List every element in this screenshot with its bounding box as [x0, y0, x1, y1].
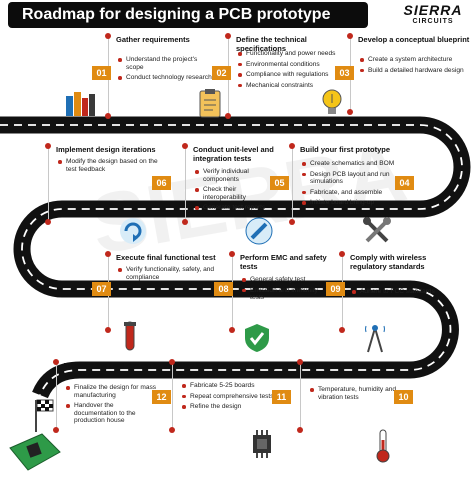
page-title: Roadmap for designing a PCB prototype — [22, 6, 331, 23]
logo-subtitle: CIRCUITS — [412, 18, 454, 25]
idea-bulb-icon — [318, 88, 346, 123]
books-icon — [64, 90, 98, 123]
syringe-icon — [244, 216, 274, 251]
step-2-item: Functionality and power needs — [238, 50, 338, 58]
step-4-card: Build your first prototype Create schema… — [289, 143, 398, 225]
road-dash — [0, 124, 463, 396]
step-7-card: Execute final functional test Verify fun… — [105, 251, 218, 333]
step-9-badge: 09 — [326, 282, 345, 296]
logo: SIERRA CIRCUITS — [398, 2, 468, 25]
step-2-item: Environmental conditions — [238, 61, 338, 69]
step-12-item: Finalize the design for mass manufacturi… — [66, 384, 158, 399]
step-5-title: Conduct unit-level and integration tests — [193, 145, 274, 163]
step-6-item: Modify the design based on the test feed… — [58, 158, 158, 173]
step-5-badge: 05 — [270, 176, 289, 190]
antenna-icon — [360, 322, 390, 359]
step-9-item: Adhere to FCC standards — [352, 288, 448, 296]
test-tube-icon — [118, 320, 142, 359]
tools-icon — [362, 216, 392, 251]
step-12-title: Transfer the final design to production — [64, 361, 160, 379]
step-5-item: Generate test reports — [195, 204, 281, 212]
step-3-badge: 03 — [335, 66, 354, 80]
thermometer-icon — [372, 428, 394, 469]
step-1-title: Gather requirements — [116, 35, 190, 44]
pcb-flag-icon — [6, 398, 62, 483]
step-12-badge: 12 — [152, 390, 171, 404]
logo-wordmark: SIERRA — [403, 2, 463, 18]
step-8-item: Emission and immunity tests — [242, 287, 330, 302]
step-5-item: Check their interoperability — [195, 186, 281, 201]
title-banner: Roadmap for designing a PCB prototype — [8, 2, 368, 28]
step-4-item: Initiate board bring-up — [302, 199, 398, 207]
step-9-title: Comply with wireless regulatory standard… — [350, 253, 427, 271]
step-1-item: Understand the project's scope — [118, 56, 214, 71]
step-10-badge: 10 — [394, 390, 413, 404]
step-11-item: Repeat comprehensive tests — [182, 393, 282, 401]
step-11-title: Use EVT samples for design validation — [180, 361, 281, 379]
refresh-icon — [118, 216, 148, 251]
step-8-card: Perform EMC and safety tests General saf… — [229, 251, 330, 333]
step-11-item: Refine the design — [182, 403, 282, 411]
step-7-badge: 07 — [92, 282, 111, 296]
step-11-badge: 11 — [272, 390, 291, 404]
step-2-badge: 02 — [212, 66, 231, 80]
step-7-item: Verify functionality, safety, and compli… — [118, 266, 218, 281]
step-10-item: Temperature, humidity and vibration test… — [310, 386, 400, 401]
step-8-badge: 08 — [214, 282, 233, 296]
step-11-item: Fabricate 5-25 boards — [182, 382, 282, 390]
step-6-title: Implement design iterations — [56, 145, 156, 154]
step-12-item: Handover the documentation to the produc… — [66, 402, 158, 425]
step-1-badge: 01 — [92, 66, 111, 80]
step-4-title: Build your first prototype — [300, 145, 390, 154]
step-12-card: Transfer the final design to production … — [53, 359, 160, 433]
step-3-title: Develop a conceptual blueprint — [358, 35, 470, 44]
clipboard-icon — [196, 88, 224, 123]
step-9-card: Comply with wireless regulatory standard… — [339, 251, 448, 333]
step-8-title: Perform EMC and safety tests — [240, 253, 327, 271]
step-5-item: Verify individual components — [195, 168, 281, 183]
step-2-item: Compliance with regulations — [238, 71, 338, 79]
step-3-item: Build a detailed hardware design — [360, 67, 470, 75]
step-10-title: Carry out environmental tests — [308, 361, 395, 379]
step-11-card: Use EVT samples for design validation Fa… — [169, 359, 282, 433]
step-3-card: Develop a conceptual blueprint Create a … — [347, 33, 470, 115]
step-5-card: Conduct unit-level and integration tests… — [182, 143, 281, 225]
step-6-badge: 06 — [152, 176, 171, 190]
step-6-card: Implement design iterations Modify the d… — [45, 143, 158, 225]
step-3-item: Create a system architecture — [360, 56, 470, 64]
step-1-item: Conduct technology research — [118, 74, 214, 82]
step-4-item: Create schematics and BOM — [302, 160, 398, 168]
step-4-item: Design PCB layout and run simulations — [302, 171, 398, 186]
step-2-title: Define the technical specifications — [236, 35, 307, 53]
step-8-item: General safety test — [242, 276, 330, 284]
step-4-badge: 04 — [395, 176, 414, 190]
chip-icon — [246, 428, 278, 465]
step-10-card: Carry out environmental tests Temperatur… — [297, 359, 400, 433]
shield-check-icon — [242, 322, 272, 359]
step-7-title: Execute final functional test — [116, 253, 216, 262]
step-4-item: Fabricate, and assemble — [302, 189, 398, 197]
step-2-item: Mechanical constraints — [238, 82, 338, 90]
